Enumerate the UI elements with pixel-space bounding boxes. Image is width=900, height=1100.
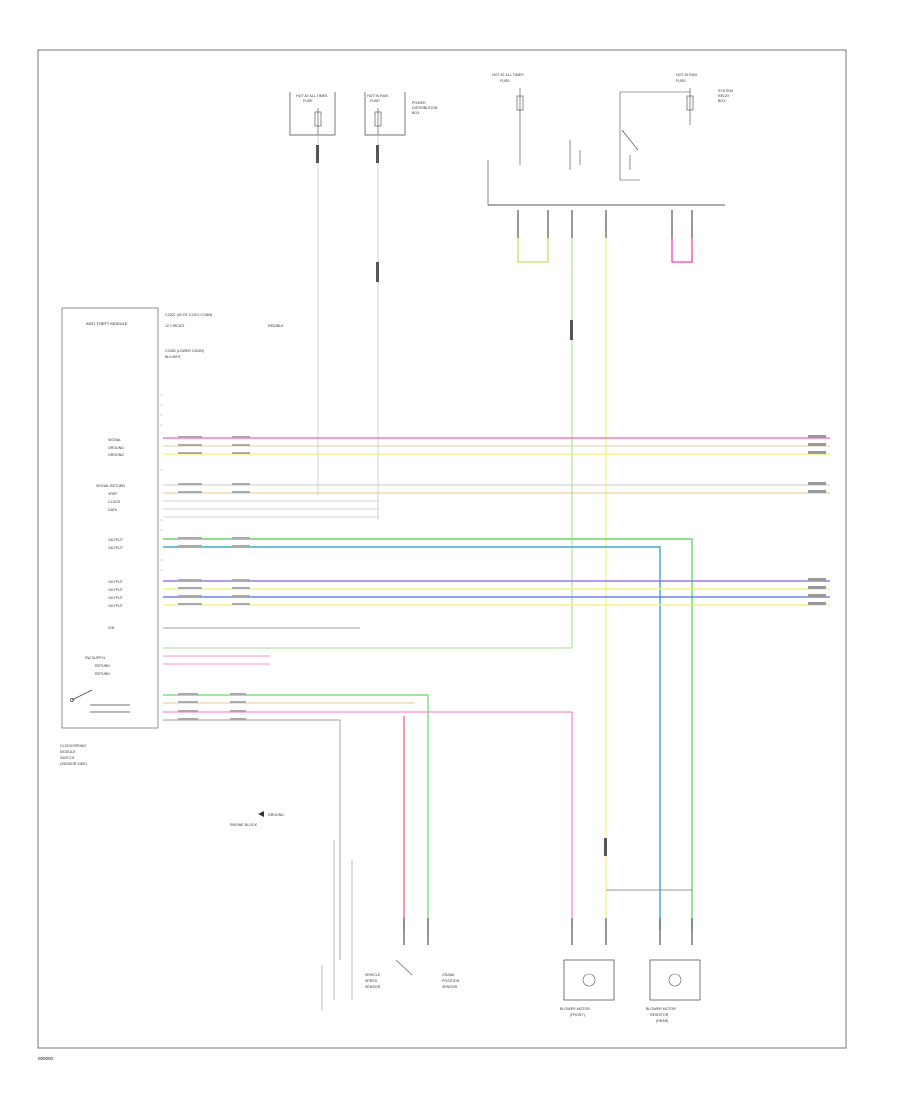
bottom-component-1-line3: SENSOR bbox=[365, 985, 381, 989]
power-block-3: HOT AT ALL TIMES FUSE bbox=[492, 73, 524, 165]
bottom-left-label-3: RETURN bbox=[95, 672, 110, 676]
bottom-left-labels: SW SUPPLY RETURN RETURN bbox=[85, 656, 110, 676]
upper-connector-pin: 12 CIRCUIT bbox=[165, 324, 185, 328]
signal-label-4: SIGNAL RETURN bbox=[96, 484, 125, 488]
switch-symbol bbox=[70, 689, 130, 713]
bottom-component-2: CRANK POSITION SENSOR bbox=[442, 973, 460, 989]
horizontal-wires bbox=[163, 437, 830, 960]
bottom-component-2-line2: POSITION bbox=[442, 979, 460, 983]
magenta-loop bbox=[671, 238, 693, 263]
lower-connector-sub: BLK/WHT bbox=[165, 355, 182, 359]
upper-connector-text: RED/BLK bbox=[268, 324, 284, 328]
mid-signal-labels: OUTPUT OUTPUT OUTPUT OUTPUT OUTPUT OUTPU… bbox=[108, 538, 124, 630]
bottom-component-1: VEHICLE SPEED SENSOR bbox=[365, 959, 413, 989]
wire-h-teal bbox=[163, 546, 661, 930]
left-signal-labels: SIGNAL GROUND GROUND SIGNAL RETURN VREF … bbox=[96, 438, 125, 512]
power-block-1-line1: HOT AT ALL TIMES bbox=[296, 94, 328, 98]
bottom-component-3-line2: (FRONT) bbox=[570, 1013, 585, 1017]
bottom-component-2-line3: SENSOR bbox=[442, 985, 458, 989]
fuse-note-2: SYSTEM RELAY BOX bbox=[718, 89, 733, 103]
switch-label-1: CLOCKSPRING bbox=[60, 744, 86, 748]
signal-label-1: SIGNAL bbox=[108, 438, 121, 442]
switch-block-labels: CLOCKSPRING MODULE SWITCH (SENSOR SIDE) bbox=[60, 744, 87, 766]
bottom-left-label-1: SW SUPPLY bbox=[85, 656, 106, 660]
vertical-wire-marks bbox=[316, 145, 607, 856]
signal-label-2: GROUND bbox=[108, 446, 124, 450]
bottom-component-2-line1: CRANK bbox=[442, 973, 455, 977]
signal-label-5: VREF bbox=[108, 492, 118, 496]
mid-label-5: OUTPUT bbox=[108, 596, 124, 600]
top-connector-pins bbox=[517, 210, 693, 238]
mid-label-2: OUTPUT bbox=[108, 546, 124, 550]
bottom-component-4: BLOWER MOTOR RESISTOR (REAR) bbox=[646, 959, 701, 1023]
signal-label-7: DATA bbox=[108, 508, 118, 512]
fuse-note-2-line3: BOX bbox=[718, 99, 726, 103]
green-loop bbox=[517, 238, 549, 263]
ground-sub: ENGINE BLOCK bbox=[230, 823, 258, 827]
bottom-left-label-2: RETURN bbox=[95, 664, 110, 668]
lower-connector-label: C2280 (LOWER CONN) bbox=[165, 349, 204, 353]
power-block-3-line2: FUSE bbox=[500, 79, 510, 83]
fuse-note-2-line1: SYSTEM bbox=[718, 89, 733, 93]
wire-h-green-3 bbox=[163, 694, 429, 930]
signal-label-3: GROUND bbox=[108, 453, 124, 457]
power-block-4-line2: FUSE bbox=[676, 79, 686, 83]
bottom-component-4-line2: RESISTOR bbox=[650, 1013, 669, 1017]
mid-label-6: OUTPUT bbox=[108, 604, 124, 608]
mid-label-3: OUTPUT bbox=[108, 580, 124, 584]
ground-note: GROUND bbox=[268, 813, 284, 817]
mid-label-1: OUTPUT bbox=[108, 538, 124, 542]
module-box bbox=[61, 307, 159, 729]
signal-label-6: CLOCK bbox=[108, 500, 121, 504]
bottom-left-wires bbox=[321, 840, 353, 1010]
power-block-3-line1: HOT AT ALL TIMES bbox=[492, 73, 524, 77]
fuse-note-2-line2: RELAY bbox=[718, 94, 730, 98]
fuse-note-1-line3: BOX bbox=[412, 111, 420, 115]
switch-label-2: MODULE bbox=[60, 750, 76, 754]
power-block-1: HOT AT ALL TIMES FUSE bbox=[289, 92, 336, 136]
right-edge-labels bbox=[808, 435, 826, 605]
mid-label-4: OUTPUT bbox=[108, 588, 124, 592]
power-block-4: HOT IN RUN FUSE bbox=[619, 73, 697, 181]
ground-symbol: GROUND ENGINE BLOCK bbox=[230, 811, 284, 827]
module-title: ANTI-THEFT MODULE bbox=[86, 321, 128, 326]
power-block-2-line1: HOT IN RUN bbox=[367, 94, 388, 98]
power-block-4-line1: HOT IN RUN bbox=[676, 73, 697, 77]
wire-h-green bbox=[163, 538, 693, 930]
bottom-component-4-line3: (REAR) bbox=[656, 1019, 668, 1023]
upper-connector-label: C2201 (40 OF C2201 CONN) bbox=[165, 313, 212, 317]
wire-circuit-marks bbox=[178, 436, 250, 720]
power-block-2-line2: FUSE bbox=[370, 99, 380, 103]
bottom-component-1-line2: SPEED bbox=[365, 979, 378, 983]
mid-label-7: IGN bbox=[108, 626, 115, 630]
diagram-frame bbox=[37, 49, 847, 1049]
bottom-component-3-line1: BLOWER MOTOR bbox=[560, 1007, 590, 1011]
relay-switch bbox=[569, 129, 639, 170]
fuse-note-1-line2: DISTRIBUTION bbox=[412, 106, 438, 110]
bottom-component-1-line1: VEHICLE bbox=[365, 973, 381, 977]
bottom-component-3: BLOWER MOTOR (FRONT) bbox=[560, 959, 615, 1017]
wire-h-magenta bbox=[163, 711, 573, 930]
pin-ticks bbox=[160, 394, 163, 571]
page-code: 000000 bbox=[38, 1056, 54, 1061]
wire-h-grey-5 bbox=[163, 719, 341, 960]
power-block-2: HOT IN RUN FUSE bbox=[364, 92, 406, 136]
power-block-1-line2: FUSE bbox=[303, 99, 313, 103]
switch-label-4: (SENSOR SIDE) bbox=[60, 762, 87, 766]
fuse-note-1-line1: POWER bbox=[412, 101, 426, 105]
switch-label-3: SWITCH bbox=[60, 756, 75, 760]
bottom-component-4-line1: BLOWER MOTOR bbox=[646, 1007, 676, 1011]
bottom-connector-pins bbox=[403, 918, 693, 945]
fuse-note-1: POWER DISTRIBUTION BOX bbox=[412, 101, 438, 115]
